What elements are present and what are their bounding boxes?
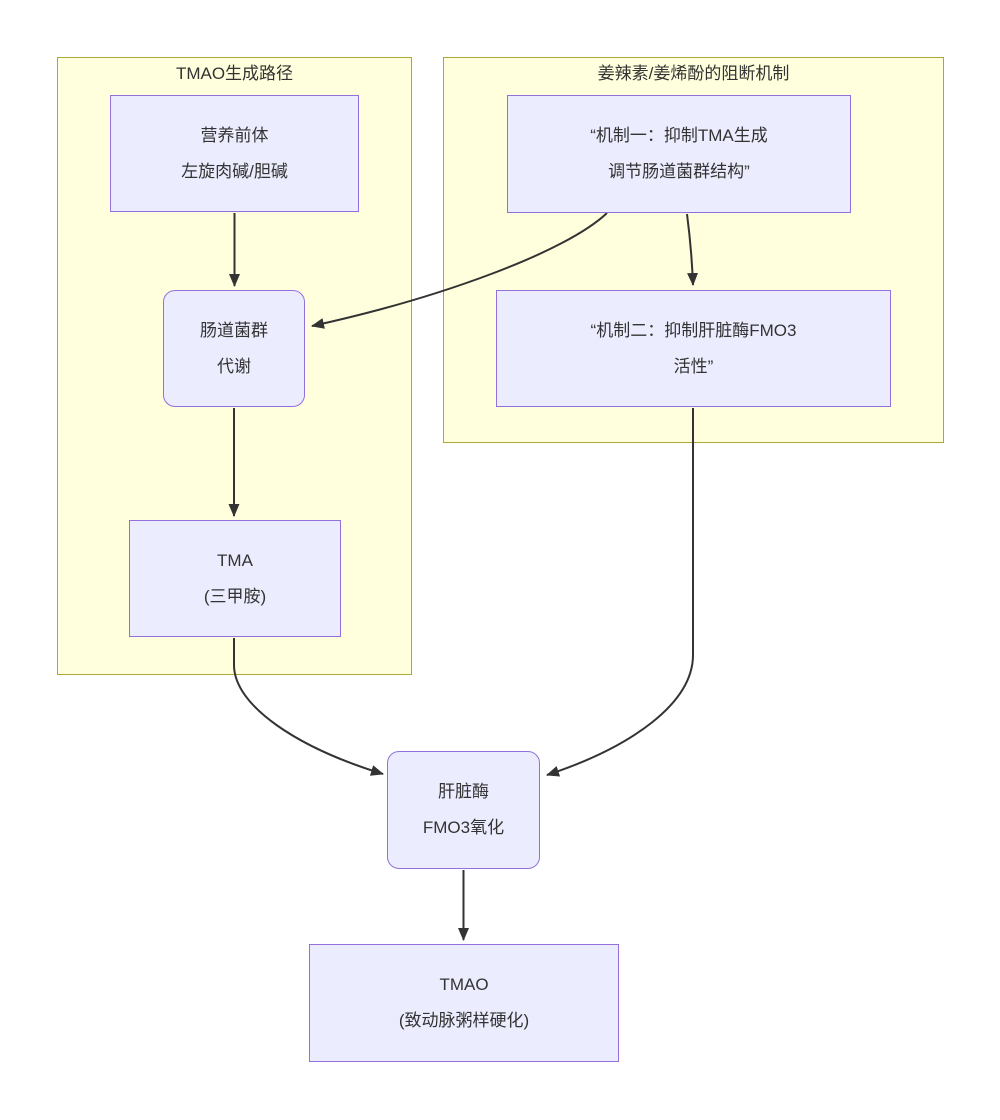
- cluster-title-tmao-pathway: TMAO生成路径: [175, 64, 294, 83]
- node-tma: TMA (三甲胺): [129, 520, 341, 637]
- edge-mechanism1-to-gut: [311, 212, 608, 329]
- edge-mechanism1-to-mechanism2: [686, 213, 699, 286]
- node-tmao: TMAO (致动脉粥样硬化): [309, 944, 619, 1062]
- edge-mechanism2-to-fmo3: [546, 408, 694, 777]
- node-precursor: 营养前体 左旋肉碱/胆碱: [110, 95, 359, 212]
- node-fmo3-oxidation: 肝脏酶 FMO3氧化: [387, 751, 540, 869]
- node-mechanism2: “机制二：抑制肝脏酶FMO3 活性”: [496, 290, 891, 407]
- edge-tma-to-fmo3: [233, 638, 384, 776]
- node-gut-microbiota: 肠道菌群 代谢: [163, 290, 305, 407]
- cluster-title-ginger-blocking: 姜辣素/姜烯酚的阻断机制: [597, 64, 790, 83]
- node-mechanism1: “机制一：抑制TMA生成 调节肠道菌群结构”: [507, 95, 851, 213]
